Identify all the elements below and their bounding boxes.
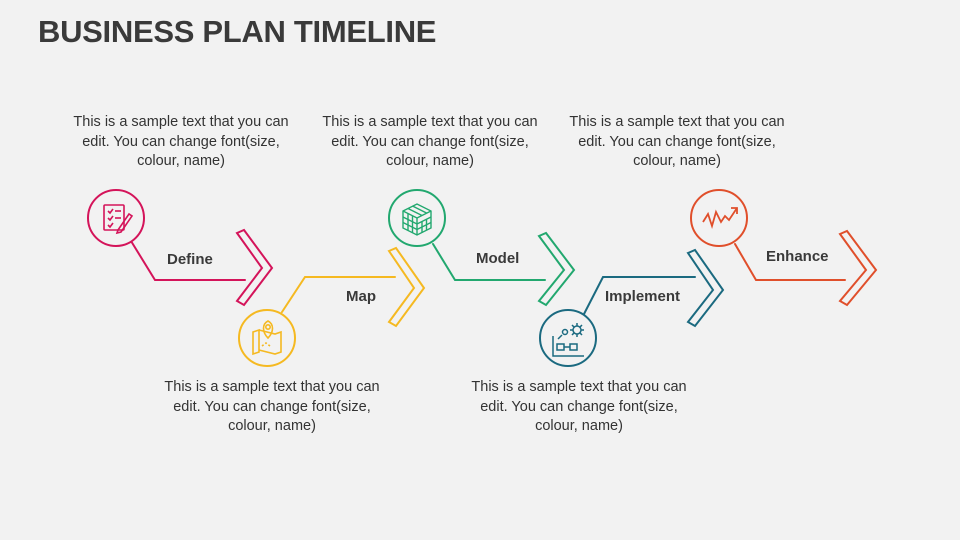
step-text-define: This is a sample text that you can edit.…	[73, 114, 289, 169]
model-connector	[432, 243, 546, 281]
step-text-enhance: This is a sample text that you can edit.…	[569, 114, 785, 169]
map-chevron	[387, 246, 426, 328]
step-label-model: Model	[476, 250, 520, 267]
step-enhance	[690, 189, 878, 307]
step-text-model: This is a sample text that you can edit.…	[322, 114, 538, 169]
step-label-define: Define	[167, 251, 213, 268]
step-map	[238, 246, 426, 367]
implement-icon-circle	[539, 309, 597, 367]
step-implement	[539, 248, 725, 367]
step-label-map: Map	[346, 288, 376, 305]
enhance-chevron	[838, 229, 878, 307]
page-title: BUSINESS PLAN TIMELINE	[38, 14, 437, 49]
step-model	[388, 189, 576, 307]
gear-workflow-icon	[552, 323, 584, 357]
enhance-connector	[734, 243, 846, 281]
implement-chevron	[686, 248, 725, 328]
model-chevron	[537, 231, 576, 307]
define-connector	[130, 240, 246, 281]
step-label-enhance: Enhance	[766, 248, 829, 265]
step-define	[87, 189, 274, 307]
step-text-map: This is a sample text that you can edit.…	[164, 379, 380, 434]
step-text-implement: This is a sample text that you can edit.…	[471, 379, 687, 434]
map-pin-icon	[252, 320, 282, 356]
step-label-implement: Implement	[605, 288, 681, 305]
implement-connector	[583, 276, 696, 315]
checklist-icon	[103, 204, 134, 235]
cube-icon	[402, 203, 432, 236]
map-connector	[281, 276, 396, 313]
trend-arrow-icon	[702, 207, 738, 230]
define-chevron	[235, 228, 274, 307]
